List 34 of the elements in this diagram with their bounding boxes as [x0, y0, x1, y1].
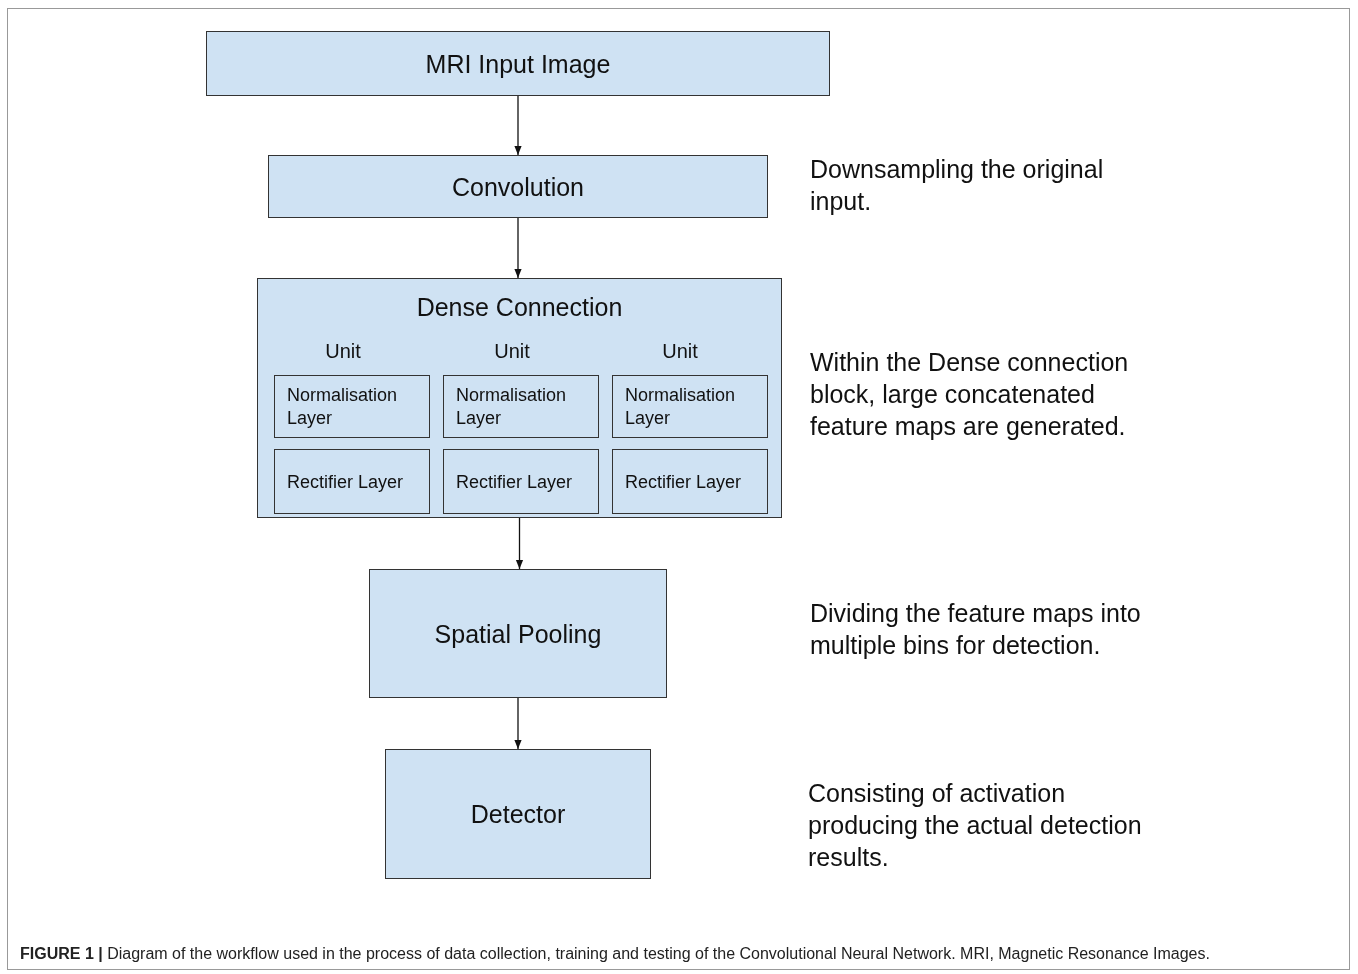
process-box: [268, 155, 768, 218]
arrow: [514, 217, 522, 279]
unit-label: Unit: [494, 340, 530, 363]
process-box: [274, 449, 430, 514]
process-box: [206, 31, 830, 96]
process-box: [369, 569, 667, 698]
unit-label: Unit: [662, 340, 698, 363]
box-label: Rectifier Layer: [455, 470, 574, 493]
description-text: Dividing the feature maps into multiple bins for detection.: [810, 598, 1142, 661]
box-label: Convolution: [451, 172, 585, 201]
arrow: [514, 697, 522, 750]
process-box: [612, 375, 768, 438]
process-box: [443, 449, 599, 514]
box-label: Normalisation Layer: [624, 383, 737, 430]
box-label: Rectifier Layer: [286, 470, 405, 493]
arrow: [514, 95, 522, 156]
box-label: Detector: [469, 799, 567, 829]
group-heading: Dense Connection: [415, 293, 624, 322]
unit-label: Unit: [325, 340, 361, 363]
box-label: Normalisation Layer: [286, 383, 399, 430]
figure-caption: FIGURE 1 | Diagram of the workflow used in the process of data collection, training and testing of the Convolutional Neural Network. MRI, Magnetic Resonance Images.: [20, 944, 1211, 964]
box-label: MRI Input Image: [424, 49, 612, 78]
process-box: [385, 749, 651, 879]
process-box: [274, 375, 430, 438]
description-text: Downsampling the original input.: [810, 154, 1105, 217]
box-label: Normalisation Layer: [455, 383, 568, 430]
description-text: Consisting of activation producing the actual detection results.: [808, 778, 1143, 873]
process-box: [257, 278, 782, 518]
description-text: Within the Dense connection block, large concatenated feature maps are generated.: [810, 347, 1130, 442]
process-box: [612, 449, 768, 514]
box-label: Spatial Pooling: [433, 619, 603, 648]
box-label: Rectifier Layer: [624, 470, 743, 493]
process-box: [443, 375, 599, 438]
arrow: [515, 517, 524, 570]
